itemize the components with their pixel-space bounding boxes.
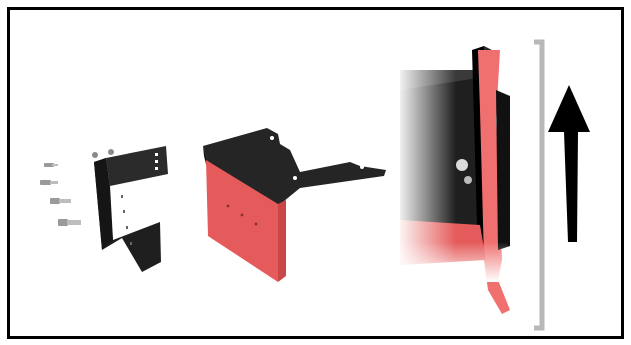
screw-icon: [50, 198, 71, 204]
screw-icon: [44, 163, 58, 167]
screw-icon: [92, 149, 114, 158]
screw-icon: [58, 219, 81, 226]
height-bracket: [534, 42, 542, 328]
up-arrow-icon: [548, 85, 590, 242]
instruction-frame: [7, 7, 624, 339]
assembly-illustration: [10, 10, 624, 339]
black-bracket: [94, 146, 168, 272]
screw-icon: [40, 180, 58, 185]
red-flap-with-bracket: [203, 128, 386, 282]
flap-installed-closeup: [396, 46, 510, 314]
